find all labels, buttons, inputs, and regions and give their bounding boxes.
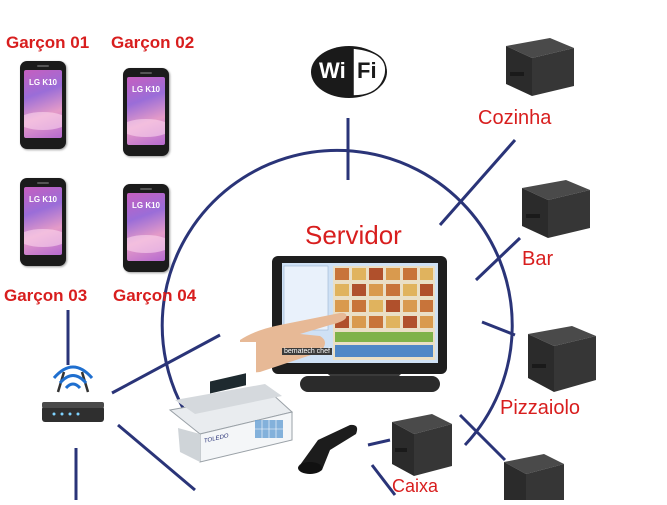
label-servidor: Servidor [305,220,402,250]
label-garcon-03: Garçon 03 [4,286,88,305]
link-router-scale [117,423,196,492]
pos-terminal-icon [236,256,447,392]
printer-icon [522,180,590,238]
printer-pizzaiolo [520,314,600,399]
printer-icon [392,414,452,476]
label-garcon-01: Garçon 01 [6,33,90,52]
link-caixa [367,438,391,447]
phone-garcon-04: LG K10 [123,184,169,272]
printer-bar [514,168,594,245]
link-pizzaiolo [481,320,516,337]
phone-brand: LG K10 [28,195,57,204]
label-garcon-02: Garçon 02 [111,33,195,52]
phone-brand: LG K10 [131,201,160,210]
label-cozinha: Cozinha [478,107,552,129]
label-garcon-04: Garçon 04 [113,286,197,305]
barcode-scanner-icon [298,424,358,474]
link-bottom-printer [458,413,507,462]
phone-garcon-02: LG K10 [123,68,169,156]
printer-caixa [386,404,456,483]
printer-icon [528,326,596,392]
phone-brand: LG K10 [131,85,160,94]
link-router-server [111,333,221,395]
router-icon [42,365,104,422]
terminal-brand: bematech chef [282,348,332,355]
label-pizzaiolo: Pizzaiolo [500,397,581,419]
link-caixa-down [370,464,397,496]
link-cozinha [438,139,517,226]
wifi-icon [311,46,387,98]
label-caixa: Caixa [392,476,439,496]
wifi-right-text: Fi [357,58,377,83]
phone-brand: LG K10 [28,78,57,87]
phone-garcon-01: LG K10 [20,61,66,149]
menu-grid [333,266,435,360]
printer-cozinha [498,26,578,103]
scale-icon [168,373,294,463]
wifi-logo: Wi Fi [309,42,389,100]
phone-garcon-03: LG K10 [20,178,66,266]
printer-icon [506,38,574,96]
wifi-left-text: Wi [319,58,346,83]
label-bar: Bar [522,248,554,270]
printer-extra [498,444,568,505]
printer-icon [504,454,564,500]
link-bar [474,236,522,282]
